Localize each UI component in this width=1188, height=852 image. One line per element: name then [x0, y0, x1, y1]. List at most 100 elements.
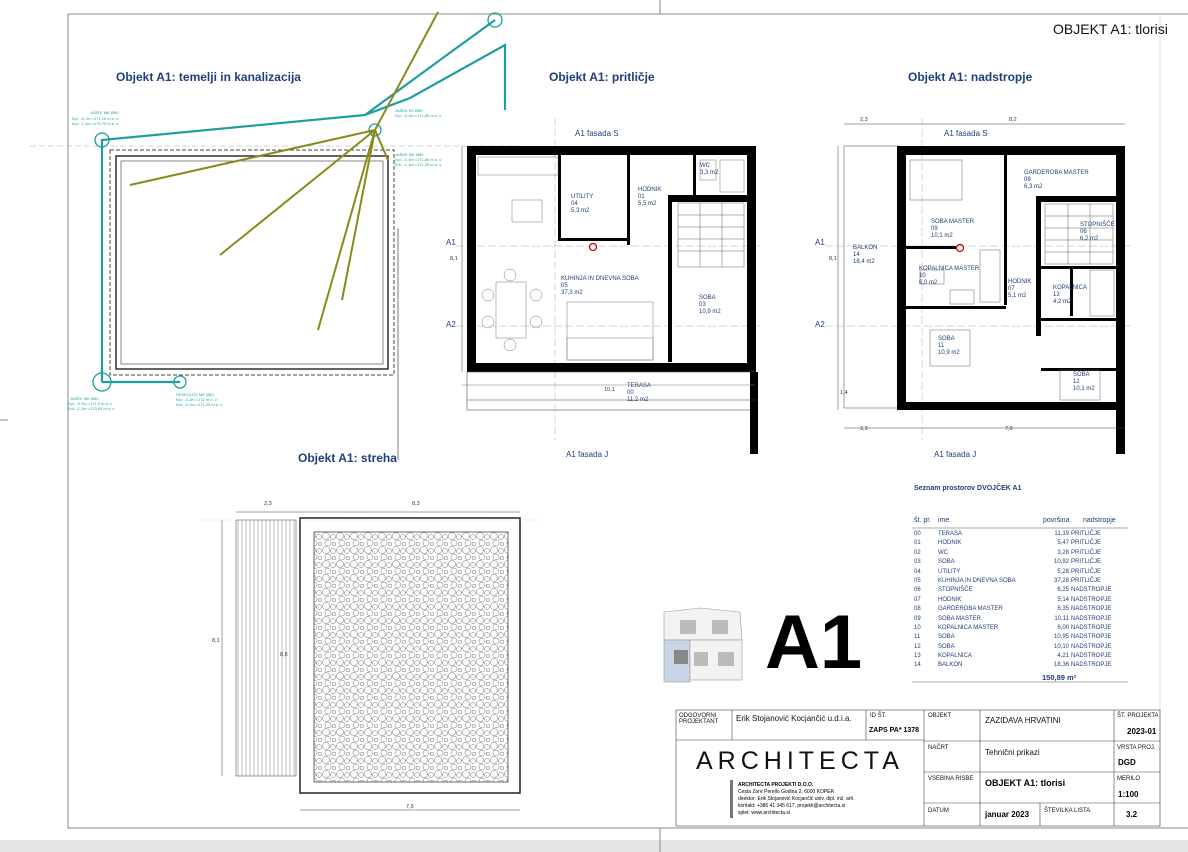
schedule-cell-name: TERASA: [938, 531, 963, 537]
schedule-header-name: ime: [938, 517, 950, 524]
big-building-label: A1: [765, 600, 863, 685]
tb-stevilka-label: ŠTEVILKA LISTA: [1044, 808, 1091, 814]
title-block-grid: [675, 709, 1161, 827]
svg-text:Kp= -0,7m =171,10 m n. v.: Kp= -0,7m =171,10 m n. v.: [72, 116, 119, 121]
company-logo: ARCHITECTA: [696, 747, 904, 775]
schedule-cell-area: 10,10: [1053, 643, 1069, 650]
tb-vrsta-value: DGD: [1118, 758, 1136, 767]
tb-vrsta-label: VRSTA PROJ.: [1117, 745, 1156, 751]
schedule-cell-name: STOPNIŠČE: [938, 587, 973, 594]
schedule-title: Seznam prostorov DVOJČEK A1: [914, 485, 1022, 492]
dim-ground-height: 8,1: [450, 256, 458, 262]
schedule-cell-num: 04: [914, 568, 921, 575]
schedule-cell-num: 05: [914, 577, 921, 584]
ground-floor-plan: [455, 118, 760, 454]
grid-label-a2-upper: A2: [815, 320, 825, 329]
schedule-cell-area: 10,92: [1053, 559, 1069, 566]
fasada-j-label: A1 fasada J: [566, 450, 609, 459]
tb-objekt-label: OBJEKT: [928, 713, 952, 719]
svg-text:Kd= -1,1m =170,70 m n. v.: Kd= -1,1m =170,70 m n. v.: [72, 121, 119, 126]
fasada-s-label: A1 fasada S: [575, 129, 619, 138]
schedule-cell-area: 10,11: [1054, 615, 1069, 622]
tb-id-value: ZAPS PA* 1378: [869, 727, 920, 734]
dim-upper-right: 8,2: [1009, 117, 1017, 123]
schedule-cell-floor: NADSTROPJE: [1071, 606, 1112, 613]
schedule-cell-area: 18,36: [1053, 662, 1069, 669]
schedule-cell-num: 07: [914, 596, 921, 603]
heading-ground-floor: Objekt A1: pritličje: [549, 70, 655, 84]
dim-roof-left: 2,3: [264, 501, 272, 507]
fasada-j-label-upper: A1 fasada J: [934, 450, 977, 459]
svg-text:JAŠEK MK Ø80: JAŠEK MK Ø80: [395, 152, 424, 157]
fasada-s-label-upper: A1 fasada S: [944, 129, 988, 138]
svg-text:Kd= -0,7m =171,20 m n. v.: Kd= -0,7m =171,20 m n. v.: [176, 402, 223, 407]
schedule-cell-floor: NADSTROPJE: [1071, 615, 1112, 622]
schedule-cell-name: HODNIK: [938, 540, 962, 547]
schedule-cell-floor: NADSTROPJE: [1071, 653, 1112, 660]
dim-ground-total: 10,1: [604, 387, 615, 393]
svg-text:PESKOLOV MK Ø80: PESKOLOV MK Ø80: [176, 392, 214, 397]
tb-odgovorni-label: ODGOVORNI PROJEKTANT: [679, 713, 719, 725]
schedule-header-floor: nadstropje: [1083, 517, 1116, 524]
tb-web: splet: www.architecta.si: [738, 810, 790, 816]
schedule-cell-area: 6,35: [1057, 606, 1069, 613]
schedule-cell-name: KOPALNICA MASTER: [938, 624, 999, 631]
schedule-cell-name: SOBA: [938, 634, 955, 641]
grid-label-a1-upper: A1: [815, 238, 825, 247]
schedule-cell-floor: NADSTROPJE: [1071, 596, 1112, 603]
schedule-cell-area: 10,95: [1053, 634, 1069, 641]
schedule-cell-floor: NADSTROPJE: [1071, 624, 1112, 631]
schedule-cell-floor: PRITLIČJE: [1071, 549, 1102, 556]
schedule-cell-num: 10: [914, 624, 921, 631]
schedule-cell-name: GARDEROBA MASTER: [938, 606, 1003, 613]
tb-objekt-value: ZAZIDAVA HRVATINI: [985, 716, 1061, 725]
tb-company: ARCHITECTA PROJEKTI D.O.O.: [738, 782, 814, 788]
svg-text:JAŠEK MK Ø80: JAŠEK MK Ø80: [70, 396, 99, 401]
schedule-cell-name: SOBA MASTER: [938, 615, 982, 622]
grid-label-a1: A1: [446, 238, 456, 247]
dim-upper-height: 8,1: [829, 256, 837, 262]
schedule-cell-area: 5,14: [1057, 596, 1069, 603]
schedule-cell-num: 01: [914, 540, 921, 547]
schedule-cell-area: 11,19: [1054, 531, 1069, 537]
tb-address: Cesta Zore Perello Godina 2, 6000 KOPER: [738, 789, 835, 795]
schedule-cell-name: SOBA: [938, 559, 955, 566]
schedule-cell-area: 4,21: [1057, 653, 1069, 660]
heading-foundations: Objekt A1: temelji in kanalizacija: [116, 70, 301, 84]
schedule-cell-floor: PRITLIČJE: [1071, 559, 1102, 566]
sheet-title: OBJEKT A1: tlorisi: [1053, 21, 1168, 37]
schedule-cell-num: 02: [914, 549, 921, 556]
tb-accent-bar: [730, 780, 733, 818]
schedule-cell-num: 00: [914, 531, 921, 537]
schedule-cell-num: 13: [914, 653, 921, 660]
dim-roof-height: 8,1: [212, 638, 220, 644]
tb-nacrt-value: Tehnični prikazi: [985, 748, 1040, 757]
svg-text:Kp= -0,7m =171,0 m n. v.: Kp= -0,7m =171,0 m n. v.: [68, 401, 113, 406]
dim-upper-bottom-left: 2,3: [860, 426, 868, 432]
tb-vsebina-label: VSEBINA RISBE: [928, 776, 974, 782]
schedule-cell-floor: PRITLIČJE: [1071, 540, 1102, 547]
schedule-cell-num: 03: [914, 559, 921, 566]
tb-st-projekta-label: ŠT. PROJEKTA: [1117, 713, 1159, 719]
tb-director: direktor: Erik Stojanović Kocjančić univ…: [738, 796, 855, 802]
roof-plan: [200, 511, 540, 811]
